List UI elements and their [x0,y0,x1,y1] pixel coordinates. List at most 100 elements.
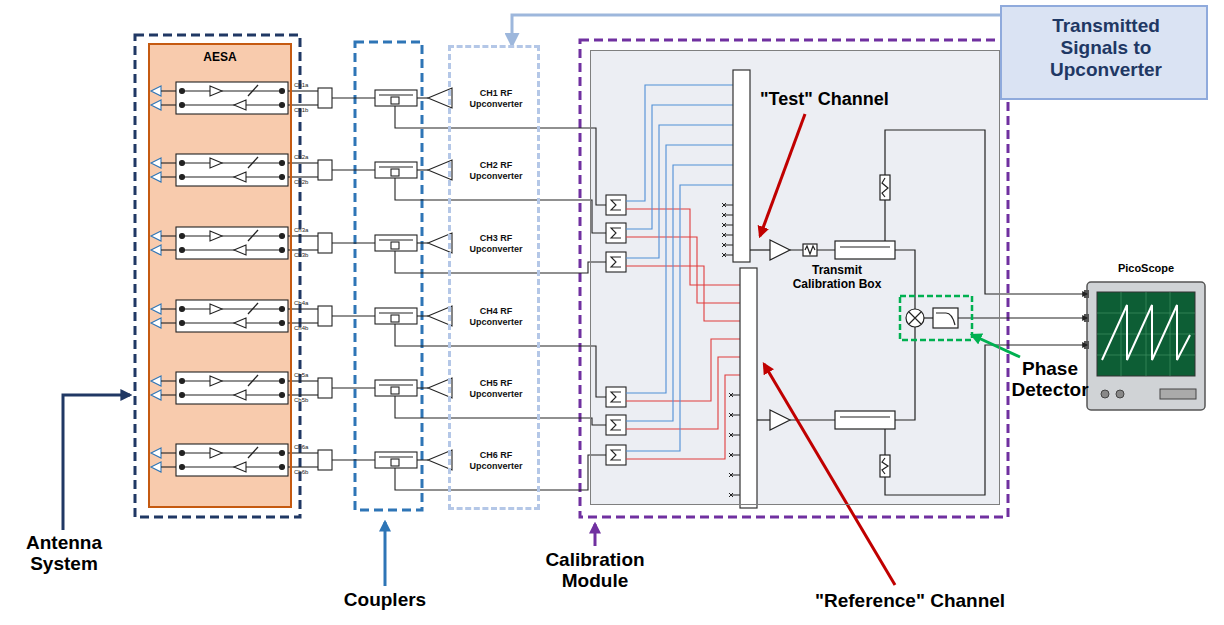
channel-row [161,380,176,381]
test-chain [885,130,1000,294]
calibration-box: Transmit Calibration Box [590,50,1000,505]
channel-row [248,447,258,458]
channel-row [626,237,740,303]
channel-row [176,444,288,476]
test-chain [770,240,790,260]
channel-row [626,85,733,201]
channel-row [611,420,621,430]
channel-row [210,448,222,458]
channel-row [280,248,285,253]
channel-row [318,306,332,326]
channel-row [379,456,413,457]
channel-row [161,235,176,236]
channel-row [288,308,318,309]
reference-chain [835,411,895,429]
channel-row [180,89,185,94]
phase-detector [906,309,924,327]
group-outlines [590,50,1000,505]
channel-row [606,387,626,407]
channel-row [151,185,740,490]
channel-row [161,308,176,309]
unused-mux-inputs [722,233,733,237]
channel-name: CH4 RF Upconverter [455,306,537,328]
channel-row [417,387,428,388]
test-chain [750,130,1000,309]
callout-label: "Reference" Channel [815,590,1005,612]
port-label: Ch1a [294,82,308,89]
callout-label: Phase Detector [1002,359,1098,401]
channel-row [280,393,285,398]
channel-row [248,375,258,386]
port-label: Ch6a [294,444,308,451]
channel-row [288,466,318,467]
group-outlines [135,35,300,517]
channel-row [176,82,288,114]
channel-row [288,249,318,250]
port-label: Ch4b [294,325,308,332]
channel-row [332,97,375,98]
channel-row [210,304,222,314]
channel-row [161,90,176,91]
channel-row [318,233,332,253]
channel-row [626,357,740,429]
channel-row [375,90,417,106]
oscilloscope [1097,292,1195,376]
callout-arrows [63,395,130,530]
channel-row [182,249,282,250]
channel-row [180,451,185,456]
channel-row [332,169,375,170]
channel-row [391,315,399,322]
channel-row [182,104,282,105]
scope-wire [1000,317,1087,318]
reference-chain [757,419,770,420]
channel-row [182,90,282,91]
port-label: Ch6b [294,469,308,476]
channel-row [182,380,282,381]
channel-row [391,242,399,249]
channel-row [180,307,185,312]
box-title: Transmitted Signals to Upconverter [1002,7,1210,89]
channel-row [417,459,428,460]
phase-detector [900,296,1000,340]
note-box: Transmitted Signals to Upconverter [1000,5,1208,100]
channel-row [151,172,161,182]
callout-label: "Test" Channel [760,89,889,110]
channel-row [288,322,318,323]
unused-mux-inputs [722,243,733,247]
test-chain [805,246,815,254]
channel-row [161,104,176,105]
channel-row [161,466,176,467]
oscilloscope [1087,282,1205,410]
channel-row [182,176,282,177]
reference-chain [770,410,790,430]
channel-row [379,166,413,167]
phase-detector [909,312,921,324]
unused-mux-inputs [729,393,740,397]
phase-detector [958,317,1000,318]
channel-row [288,380,318,381]
channel-row [391,459,399,466]
phase-detector [936,313,955,325]
callout-arrows [594,524,597,546]
channel-row [210,158,222,168]
group-outlines [135,35,1008,517]
callout-arrows [384,522,387,586]
channel-row [182,162,282,163]
channel-row [391,169,399,176]
reference-chain [880,455,890,477]
channel-row [234,318,246,328]
group-outlines [148,43,292,508]
channel-row [180,379,185,384]
phase-detector [900,296,972,340]
channel-row [182,322,282,323]
channel-row [391,97,399,104]
scope-wire [1000,344,1087,345]
multiplexers [733,70,750,262]
test-chain [895,250,915,309]
channel-row [151,318,161,328]
channel-row [151,145,740,407]
port-label: Ch5a [294,372,308,379]
callout-label: Calibration Module [525,550,665,592]
channel-row [288,235,318,236]
channel-row [417,242,428,243]
